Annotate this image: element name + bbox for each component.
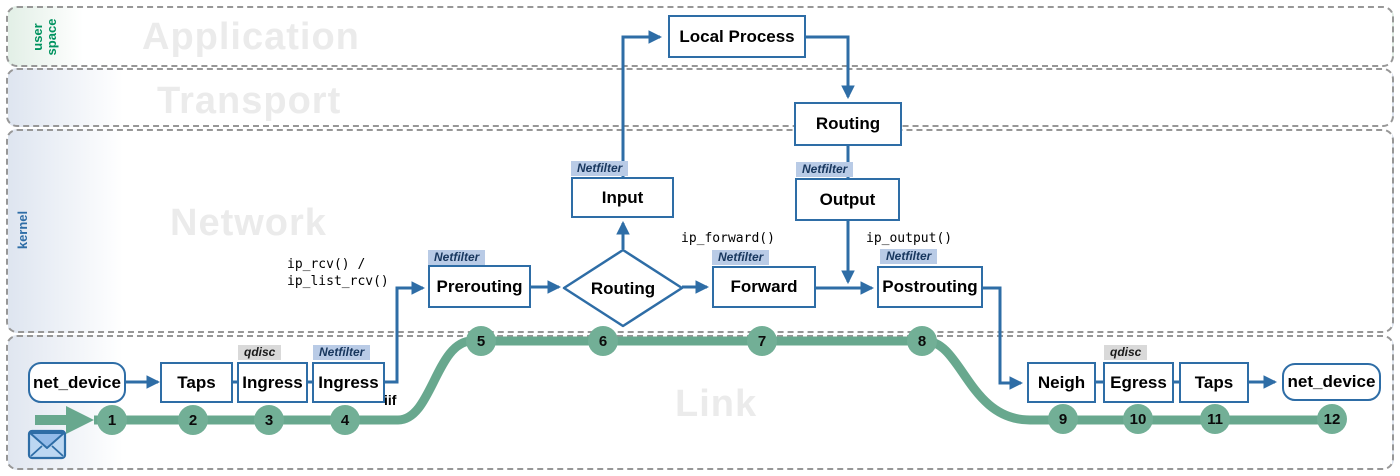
flow-step-4: 4 [330, 405, 360, 435]
node-output: Output [795, 178, 900, 221]
connector-localprocess-routing [806, 35, 855, 100]
node-routing-decision: Routing [562, 248, 684, 328]
node-taps-in: Taps [160, 362, 233, 403]
netfilter-tag-ingress: Netfilter [313, 345, 371, 360]
node-input: Input [571, 177, 674, 218]
node-ingress-qdisc: Ingress [237, 362, 308, 403]
node-net-device-out: net_device [1282, 363, 1381, 401]
node-egress-qdisc: Egress [1103, 362, 1174, 403]
node-neigh: Neigh [1027, 362, 1096, 403]
flow-step-11: 11 [1200, 404, 1230, 434]
netfilter-tag-prerouting: Netfilter [428, 250, 486, 265]
layer-band-network [6, 129, 1394, 333]
netfilter-tag-input: Netfilter [571, 161, 629, 176]
annotation-ip-rcv: ip_rcv() / ip_list_rcv() [287, 257, 389, 289]
flow-step-5: 5 [466, 326, 496, 356]
green-flow-arrowhead [66, 406, 94, 434]
flow-step-6: 6 [588, 326, 618, 356]
routing-decision-label: Routing [591, 279, 655, 298]
connector-postrouting-neigh [983, 286, 1024, 390]
annotation-ip-output: ip_output() [866, 231, 953, 246]
flow-step-2: 2 [178, 405, 208, 435]
flow-step-3: 3 [254, 405, 284, 435]
flow-step-10: 10 [1123, 404, 1153, 434]
node-prerouting: Prerouting [428, 265, 531, 308]
node-forward: Forward [712, 266, 816, 308]
watermark-transport: Transport [157, 80, 342, 122]
flow-step-8: 8 [907, 326, 937, 356]
envelope-icon [27, 429, 67, 460]
connector-ingress-prerouting [383, 281, 426, 384]
netfilter-tag-postrouting: Netfilter [880, 249, 938, 264]
flow-step-12: 12 [1317, 404, 1347, 434]
flow-step-9: 9 [1048, 404, 1078, 434]
watermark-network: Network [170, 202, 327, 244]
qdisc-tag-ingress: qdisc [238, 345, 282, 360]
node-postrouting: Postrouting [877, 266, 983, 308]
node-ingress-netfilter: Ingress [312, 362, 385, 403]
node-net-device-in: net_device [28, 362, 126, 403]
netfilter-tag-output: Netfilter [796, 162, 854, 177]
node-routing-out: Routing [794, 102, 902, 146]
watermark-application: Application [142, 16, 360, 58]
annotation-ip-forward: ip_forward() [681, 231, 775, 246]
node-local-process: Local Process [668, 15, 806, 58]
qdisc-tag-egress: qdisc [1104, 345, 1148, 360]
flow-step-1: 1 [97, 405, 127, 435]
netfilter-tag-forward: Netfilter [712, 250, 770, 265]
layer-band-transport [6, 68, 1394, 127]
annotation-iif: iif [384, 392, 397, 408]
watermark-link: Link [675, 383, 758, 425]
flow-step-7: 7 [747, 326, 777, 356]
node-taps-out: Taps [1179, 362, 1249, 403]
connector-input-localprocess [621, 30, 663, 177]
